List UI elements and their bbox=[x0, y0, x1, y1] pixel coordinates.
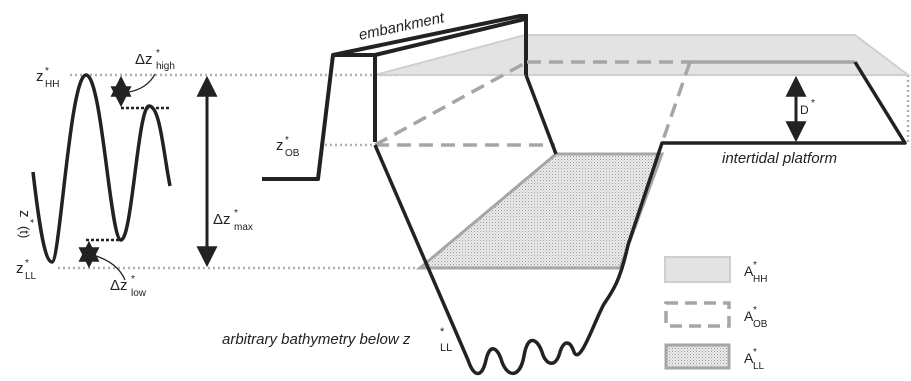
zob-sub: OB bbox=[285, 148, 300, 159]
dz-max-label: Δz bbox=[213, 211, 231, 228]
legend-swatch-ll bbox=[664, 343, 731, 370]
zll-sup: * bbox=[25, 258, 29, 269]
legend-label-hh: A bbox=[744, 263, 754, 279]
legend-swatch-ob bbox=[664, 301, 731, 328]
embankment bbox=[262, 14, 528, 181]
extrema-markers bbox=[86, 106, 170, 242]
bathymetry-label: arbitrary bathymetry below z bbox=[222, 331, 411, 348]
legend-sub-hh: HH bbox=[753, 274, 767, 285]
zob-label: z bbox=[276, 137, 284, 154]
zhh-sup: * bbox=[45, 66, 49, 77]
area-hh-plane bbox=[374, 34, 911, 76]
zob-sup: * bbox=[285, 135, 289, 146]
legend: A * HH A * OB A * LL bbox=[664, 256, 768, 372]
intertidal-platform-label: intertidal platform bbox=[722, 150, 837, 167]
legend-swatch-hh bbox=[664, 256, 731, 283]
dz-high-label: Δz bbox=[135, 51, 153, 68]
reference-lines bbox=[58, 73, 910, 270]
zll-sub: LL bbox=[25, 271, 37, 282]
dz-max-sup: * bbox=[234, 208, 238, 219]
bathymetry-sup: * bbox=[440, 326, 445, 338]
zll-label: z bbox=[16, 260, 24, 277]
zt-label: z bbox=[16, 210, 33, 218]
dz-high-leader bbox=[128, 73, 156, 93]
bathymetry-sub: LL bbox=[440, 342, 452, 354]
zhh-label: z bbox=[36, 68, 44, 85]
legend-sup-ll: * bbox=[753, 347, 757, 358]
zt-axis-label: z * (t) bbox=[16, 210, 35, 238]
zt-arg: (t) bbox=[17, 226, 32, 238]
dz-low-sup: * bbox=[131, 274, 135, 285]
dz-low-leader bbox=[92, 254, 126, 281]
d-label: D bbox=[800, 103, 809, 117]
basin-profile bbox=[373, 61, 907, 376]
dz-high-sup: * bbox=[156, 48, 160, 59]
legend-sub-ll: LL bbox=[753, 361, 765, 372]
legend-label-ll: A bbox=[744, 350, 754, 366]
zhh-sub: HH bbox=[45, 79, 59, 90]
d-sup: * bbox=[811, 98, 815, 109]
dz-low-label: Δz bbox=[110, 277, 128, 294]
tidal-signal-curve bbox=[31, 73, 172, 264]
dz-low-sub: low bbox=[131, 288, 147, 299]
legend-sub-ob: OB bbox=[753, 319, 768, 330]
legend-label-ob: A bbox=[744, 308, 754, 324]
dz-high-sub: high bbox=[156, 61, 175, 72]
zt-sup: * bbox=[24, 219, 35, 223]
area-ll-stippled bbox=[415, 152, 665, 270]
dz-max-sub: max bbox=[234, 222, 253, 233]
legend-sup-ob: * bbox=[753, 305, 757, 316]
legend-sup-hh: * bbox=[753, 260, 757, 271]
area-ob-outline bbox=[374, 60, 692, 147]
